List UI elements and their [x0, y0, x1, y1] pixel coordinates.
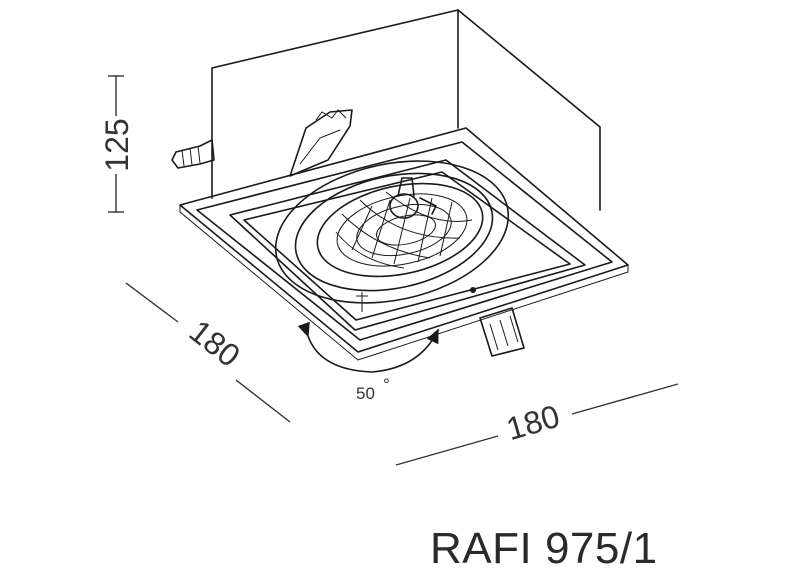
frame-screw — [470, 287, 476, 293]
outer-frame — [179, 127, 629, 361]
gimbal-frame — [229, 159, 586, 331]
width-dimension: 180 — [395, 383, 679, 466]
tilt-angle-label: 50 ° — [356, 375, 390, 403]
depth-label: 180 — [183, 313, 247, 374]
model-title: RAFI 975/1 — [430, 524, 658, 573]
tilt-arrow — [297, 321, 439, 373]
depth-dimension: 180 — [125, 282, 291, 423]
tilt-angle-unit: ° — [383, 375, 390, 394]
cable-connector — [171, 139, 215, 169]
terminal-block — [289, 109, 353, 177]
reflector-lamp — [274, 160, 510, 304]
height-dimension: 125 — [99, 75, 135, 213]
mounting-clip — [479, 307, 525, 357]
width-label: 180 — [502, 398, 563, 447]
tilt-angle-value: 50 — [356, 384, 375, 403]
housing-box — [211, 9, 601, 211]
height-label: 125 — [99, 118, 135, 171]
